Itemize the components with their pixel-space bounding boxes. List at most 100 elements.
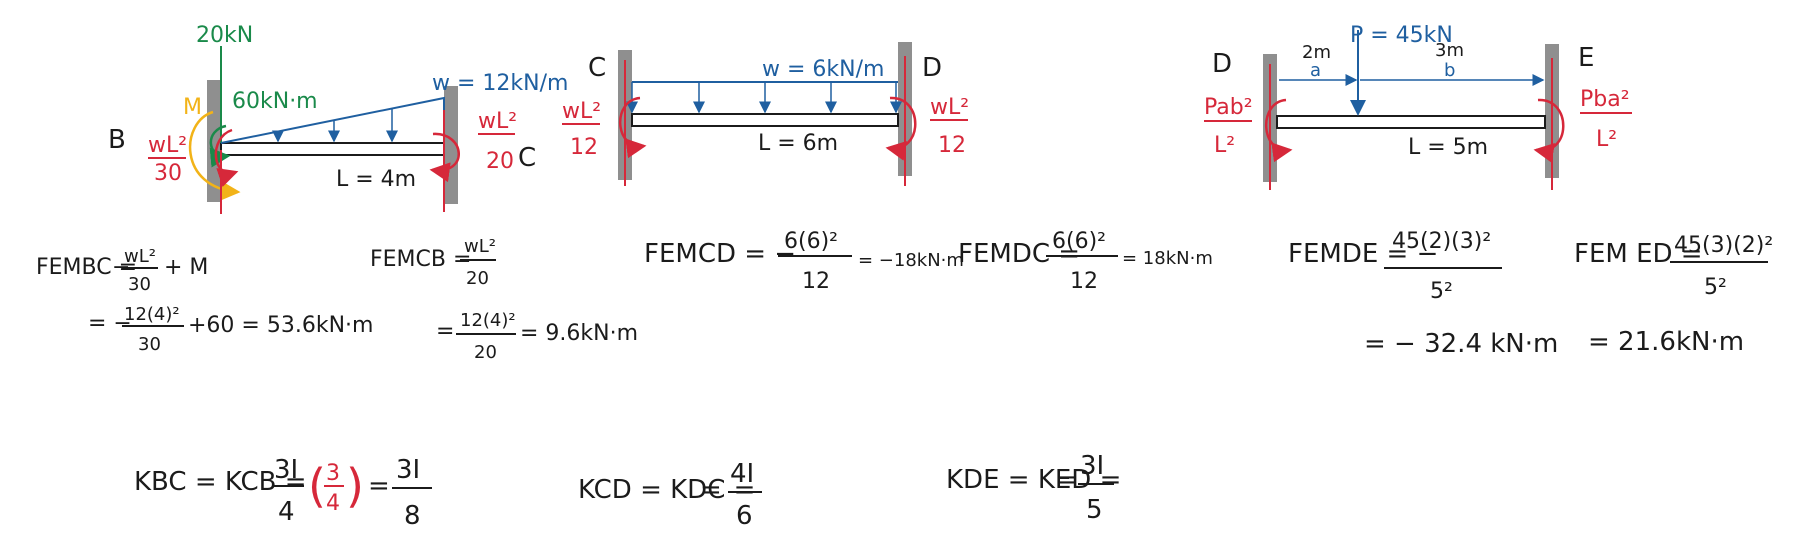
fem-cb-line2-num: 12(4)² xyxy=(460,310,516,331)
k-bc-num: 3I xyxy=(274,455,298,485)
beam-cd-left-reaction-moment xyxy=(618,96,647,159)
beam-bc-right-fem-num: wL² xyxy=(478,109,517,134)
k-bc-label: KBC = KCB = xyxy=(134,467,307,497)
fem-ed-den: 5² xyxy=(1704,275,1727,300)
beam-de-dist-a-value: 2m xyxy=(1302,42,1331,63)
fem-de-num: 45(2)(3)² xyxy=(1392,229,1491,254)
beam-bc-left-reaction-moment xyxy=(214,128,239,187)
beam-cd-diagram: w = 6kN/m C D L = 6m wL² 12 wL² 12 xyxy=(562,42,969,186)
fem-cd-label: FEMCD = − xyxy=(644,239,796,269)
stiffness-cd: KCD = KDC = = 4I 6 xyxy=(578,459,762,531)
fem-bc-equation: FEMBC = − wL² 30 + M = − 12(4)² 30 +60 =… xyxy=(36,246,373,355)
beam-bc-node-b: B xyxy=(108,125,126,155)
beam-cd-left-fem-den: 12 xyxy=(570,135,598,160)
fem-dc-num: 6(6)² xyxy=(1052,229,1106,254)
beam-de-point-load-label: P = 45kN xyxy=(1350,23,1453,48)
k-cd-num: 4I xyxy=(730,459,754,489)
fem-bc-minus: − xyxy=(112,255,130,280)
beam-de-left-fem-den: L² xyxy=(1214,133,1235,158)
beam-de-node-e: E xyxy=(1578,43,1594,73)
k-bc-factor-den: 4 xyxy=(326,491,340,516)
fem-cd-tail: = −18kN·m xyxy=(858,250,964,271)
beam-de-left-reaction-moment xyxy=(1264,98,1293,163)
fem-cd-den: 12 xyxy=(802,269,830,294)
beam-cd-distributed-load-label: w = 6kN/m xyxy=(762,57,884,82)
k-de-num: 3I xyxy=(1080,451,1104,481)
k-bc-paren-close: ) xyxy=(346,459,364,513)
beam-cd-left-fem-num: wL² xyxy=(562,99,601,124)
beam-de-dist-b-value: 3m xyxy=(1435,40,1464,61)
beam-de-right-fem-num: Pba² xyxy=(1580,87,1630,112)
beam-cd-member xyxy=(631,113,899,127)
k-cd-eq: = xyxy=(700,475,722,505)
k-de-label: KDE = KED = xyxy=(946,465,1121,495)
fem-dc-equation: FEMDC = 6(6)² 12 = 18kN·m xyxy=(958,229,1213,294)
beam-de-right-fem-den: L² xyxy=(1596,127,1617,152)
beam-bc-node-c: C xyxy=(518,143,536,173)
fem-de-equation: FEMDE = − 45(2)(3)² 5² = − 32.4 kN·m xyxy=(1288,229,1558,359)
k-bc-factor-num: 3 xyxy=(326,461,340,486)
beam-de-member xyxy=(1276,115,1546,129)
fem-de-den: 5² xyxy=(1430,279,1453,304)
beam-cd-right-fem-num: wL² xyxy=(930,95,969,120)
beam-de-dist-a-letter: a xyxy=(1310,60,1321,81)
k-bc-paren-open: ( xyxy=(308,459,326,513)
fem-cb-line1-num: wL² xyxy=(464,236,496,257)
fem-bc-line1-den: 30 xyxy=(128,274,151,295)
beam-bc-moment-arc-yellow xyxy=(188,110,241,201)
beam-bc-member xyxy=(220,142,445,156)
k-bc-res-num: 3I xyxy=(396,455,420,485)
k-bc-eq: = xyxy=(368,471,390,501)
beam-bc-diagram: 20kN w = 12kN/m M 60kN·m B C L = 4m wL² … xyxy=(108,23,568,214)
beam-bc-moment-value: 60kN·m xyxy=(232,89,318,114)
k-cd-den: 6 xyxy=(736,501,753,531)
fem-bc-line2-eq: = − xyxy=(88,311,132,336)
fem-dc-tail: = 18kN·m xyxy=(1122,248,1213,269)
beam-bc-right-reaction-moment xyxy=(429,132,460,183)
beam-cd-span-label: L = 6m xyxy=(758,131,838,156)
fem-bc-line1-num: wL² xyxy=(124,246,156,267)
beam-bc-left-fem-den: 30 xyxy=(154,161,182,186)
fem-cb-label: FEMCB = xyxy=(370,247,471,272)
fem-bc-line2-num: 12(4)² xyxy=(124,304,180,325)
fem-cb-line2-den: 20 xyxy=(474,342,497,363)
beam-bc-moment-arc-green xyxy=(209,124,231,168)
beam-bc-span-label: L = 4m xyxy=(336,167,416,192)
beam-de-node-d: D xyxy=(1212,49,1232,79)
k-bc-den: 4 xyxy=(278,497,295,527)
fem-cb-line2-tail: = 9.6kN·m xyxy=(520,321,638,346)
beam-cd-node-d: D xyxy=(922,53,942,83)
fem-ed-label: FEM ED = xyxy=(1574,239,1703,269)
beam-cd-right-fem-den: 12 xyxy=(938,133,966,158)
stiffness-de: KDE = KED = = 3I 5 xyxy=(946,451,1121,525)
k-bc-res-den: 8 xyxy=(404,501,421,531)
fem-cd-equation: FEMCD = − 6(6)² 12 = −18kN·m xyxy=(644,229,964,294)
fem-cb-line2-eq: = xyxy=(436,319,454,344)
beam-de-right-reaction-moment xyxy=(1533,98,1565,163)
beam-bc-moment-letter: M xyxy=(183,95,202,120)
fem-cb-equation: FEMCB = wL² 20 = 12(4)² 20 = 9.6kN·m xyxy=(370,236,638,363)
fem-de-label: FEMDE = − xyxy=(1288,239,1438,269)
stiffness-bc: KBC = KCB = 3I 4 ( 3 4 ) = 3I 8 xyxy=(134,455,432,531)
beam-bc-left-fem-num: wL² xyxy=(148,133,187,158)
fem-dc-label: FEMDC = xyxy=(958,239,1080,269)
beam-bc-distributed-load-label: w = 12kN/m xyxy=(432,71,568,96)
beam-bc-right-fem-den: 20 xyxy=(486,149,514,174)
beam-bc-point-load-label: 20kN xyxy=(196,23,253,48)
fem-bc-line2-den: 30 xyxy=(138,334,161,355)
k-de-den: 5 xyxy=(1086,495,1103,525)
fem-ed-result: = 21.6kN·m xyxy=(1588,327,1744,357)
fem-ed-equation: FEM ED = 45(3)(2)² 5² = 21.6kN·m xyxy=(1574,233,1773,357)
fem-cb-line1-den: 20 xyxy=(466,268,489,289)
fem-ed-num: 45(3)(2)² xyxy=(1674,233,1773,258)
k-cd-label: KCD = KDC = xyxy=(578,475,755,505)
beam-cd-node-c: C xyxy=(588,53,606,83)
fem-de-result: = − 32.4 kN·m xyxy=(1364,329,1558,359)
fem-dc-den: 12 xyxy=(1070,269,1098,294)
k-de-eq: = xyxy=(1056,465,1078,495)
beam-cd-right-reaction-moment xyxy=(885,96,917,161)
beam-de-dist-b-letter: b xyxy=(1444,60,1455,81)
fem-bc-label: FEMBC = xyxy=(36,255,137,280)
beam-de-span-label: L = 5m xyxy=(1408,135,1488,160)
